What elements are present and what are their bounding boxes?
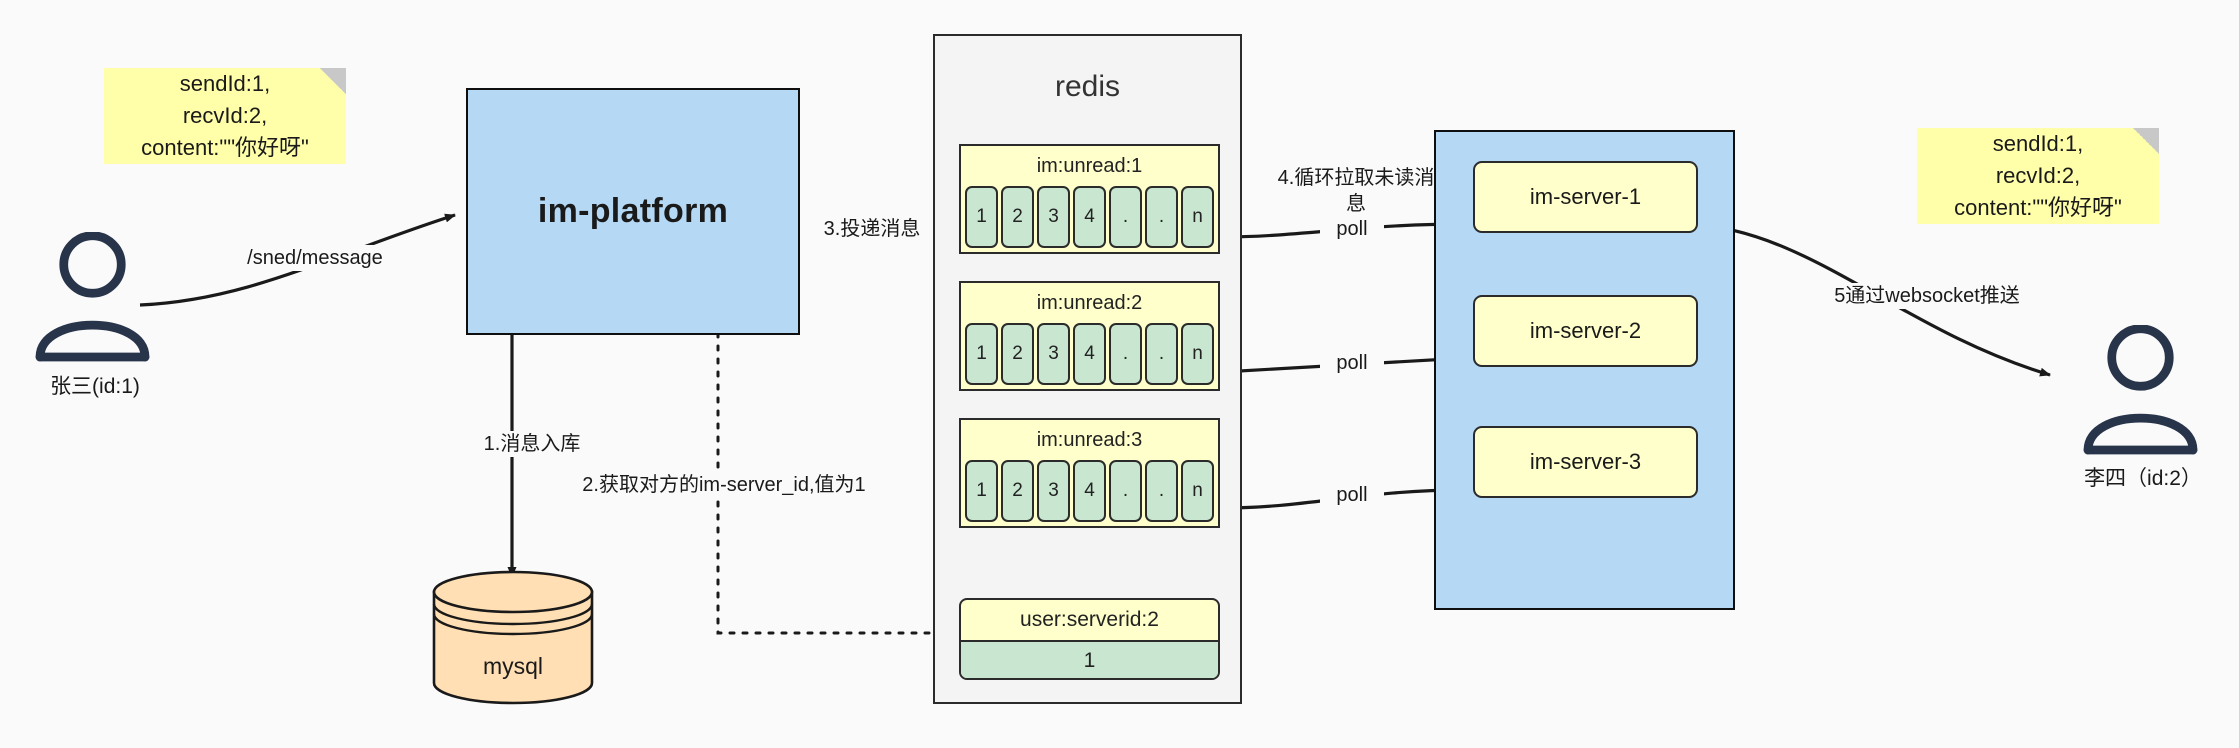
redis-queue-1-cells: 1 2 3 4 . . n: [965, 186, 1214, 248]
actor-sender-label: 张三(id:1): [50, 375, 140, 398]
redis-queue-3-key: im:unread:3: [1036, 428, 1143, 451]
queue-cell: 2: [1001, 323, 1034, 385]
edge-label-step3: 3.投递消息: [800, 216, 944, 242]
redis-title: redis: [1054, 70, 1121, 103]
edge-label-step1: 1.消息入库: [450, 431, 614, 457]
im-server-1-node[interactable]: im-server-1: [1473, 161, 1698, 233]
note-left-message: sendId:1, recvId:2, content:""你好呀": [104, 68, 346, 164]
redis-queue-2-cells: 1 2 3 4 . . n: [965, 323, 1214, 385]
queue-cell: .: [1145, 323, 1178, 385]
edge-label-poll-1: poll: [1320, 216, 1384, 242]
note-fold-icon: [320, 68, 346, 94]
im-platform-node[interactable]: im-platform: [466, 88, 800, 335]
redis-queue-3[interactable]: im:unread:3 1 2 3 4 . . n: [959, 418, 1220, 528]
redis-container: redis im:unread:1 1 2 3 4 . . n im:unrea…: [933, 34, 1242, 704]
edge-label-poll-2: poll: [1320, 350, 1384, 376]
edge-sender-to-platform: [139, 213, 456, 307]
edge-label-step2: 2.获取对方的im-server_id,值为1: [572, 472, 876, 498]
note-right-message: sendId:1, recvId:2, content:""你好呀": [1917, 128, 2159, 224]
queue-cell: n: [1181, 186, 1214, 248]
redis-kv-user-serverid[interactable]: user:serverid:2 1: [959, 598, 1220, 680]
actor-receiver: [2078, 324, 2203, 455]
database-cylinder-icon: [432, 570, 594, 705]
actor-sender: [30, 231, 155, 362]
queue-cell: n: [1181, 460, 1214, 522]
queue-cell: 4: [1073, 460, 1106, 522]
edge-label-poll-3: poll: [1320, 482, 1384, 508]
redis-kv-value: 1: [961, 642, 1218, 678]
user-icon: [2083, 324, 2198, 455]
im-server-2-node[interactable]: im-server-2: [1473, 295, 1698, 367]
queue-cell: 3: [1037, 323, 1070, 385]
redis-queue-2-key: im:unread:2: [1036, 291, 1143, 314]
edge-label-step5: 5通过websocket推送: [1790, 283, 2064, 309]
redis-queue-2[interactable]: im:unread:2 1 2 3 4 . . n: [959, 281, 1220, 391]
im-server-3-node[interactable]: im-server-3: [1473, 426, 1698, 498]
redis-kv-key: user:serverid:2: [961, 600, 1218, 642]
queue-cell: 1: [965, 460, 998, 522]
queue-cell: .: [1145, 186, 1178, 248]
queue-cell: 2: [1001, 460, 1034, 522]
mysql-node[interactable]: [430, 570, 596, 705]
queue-cell: 3: [1037, 186, 1070, 248]
im-servers-container: im-server-1 im-server-2 im-server-3: [1434, 130, 1735, 610]
note-right-text: sendId:1, recvId:2, content:""你好呀": [1954, 131, 2122, 220]
edge-label-send-message: /sned/message: [228, 245, 402, 271]
user-icon: [35, 231, 150, 362]
redis-queue-1-key: im:unread:1: [1036, 154, 1143, 177]
mysql-label: mysql: [482, 653, 544, 679]
queue-cell: .: [1145, 460, 1178, 522]
queue-cell: .: [1109, 186, 1142, 248]
queue-cell: 1: [965, 186, 998, 248]
queue-cell: 4: [1073, 323, 1106, 385]
redis-queue-1[interactable]: im:unread:1 1 2 3 4 . . n: [959, 144, 1220, 254]
note-left-text: sendId:1, recvId:2, content:""你好呀": [141, 71, 309, 160]
queue-cell: n: [1181, 323, 1214, 385]
im-platform-label: im-platform: [537, 192, 729, 230]
edge-label-step4: 4.循环拉取未读消 息: [1250, 165, 1462, 217]
note-fold-icon: [2133, 128, 2159, 154]
queue-cell: 4: [1073, 186, 1106, 248]
queue-cell: .: [1109, 323, 1142, 385]
queue-cell: 1: [965, 323, 998, 385]
actor-receiver-label: 李四（id:2）: [2084, 467, 2202, 490]
queue-cell: .: [1109, 460, 1142, 522]
edge-redis-kv-to-platform: [713, 320, 957, 635]
redis-queue-3-cells: 1 2 3 4 . . n: [965, 460, 1214, 522]
queue-cell: 3: [1037, 460, 1070, 522]
queue-cell: 2: [1001, 186, 1034, 248]
